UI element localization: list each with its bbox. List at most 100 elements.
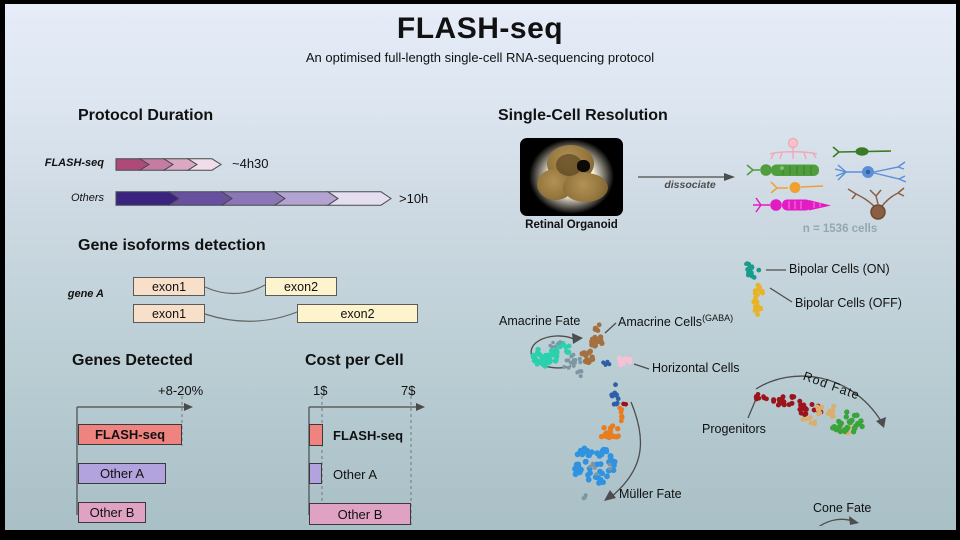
cluster-progenitors — [621, 401, 629, 407]
isoform2-exon1-box: exon1 — [133, 304, 205, 323]
cost-bar-other-b: Other B — [309, 503, 411, 525]
rod-fate-arc-arrow — [755, 375, 882, 422]
label-amacrine-fate: Amacrine Fate — [499, 314, 581, 328]
label-amacrine-cells-sup: (GABA) — [702, 313, 734, 323]
dissociated-cells-illustration — [746, 137, 907, 220]
page-subtitle: An optimised full-length single-cell RNA… — [305, 50, 655, 65]
genes-detected-axis — [76, 396, 193, 515]
axis-arrowhead-icon — [416, 403, 425, 411]
cluster-muller_orange — [598, 423, 621, 441]
organoid-lobe — [563, 173, 608, 202]
gene-a-label: gene A — [67, 288, 104, 300]
blue-neuron-icon — [834, 161, 907, 183]
cluster-muller_blue — [572, 445, 618, 486]
cluster-bipolar_on — [744, 261, 752, 268]
cone-fate-arrow — [818, 518, 856, 526]
cluster-transition_blue — [609, 382, 621, 407]
umap-scatter-plot — [530, 261, 886, 526]
green-rod-photoreceptor-icon — [746, 164, 819, 176]
cluster-amacrine — [530, 346, 560, 369]
genes-detected-annotation: +8-20% — [158, 383, 204, 398]
cluster-rod_tan — [800, 415, 818, 427]
cluster-amacrine_gray — [588, 461, 612, 477]
axis-arrowhead-icon — [184, 403, 193, 411]
label-bipolar-off: Bipolar Cells (OFF) — [795, 296, 902, 310]
cell-count-label: n = 1536 cells — [802, 223, 878, 235]
page-title: FLASH-seq — [396, 12, 564, 45]
cluster-bipolar_off — [752, 282, 765, 298]
isoform2-exon2-box: exon2 — [297, 304, 418, 323]
brown-mueller-glia-icon — [847, 187, 905, 220]
genes-detected-heading: Genes Detected — [72, 352, 193, 369]
duration-value-flash-seq: ~4h30 — [232, 156, 269, 171]
cost-per-cell-heading: Cost per Cell — [305, 352, 404, 369]
gene-isoforms-heading: Gene isoforms detection — [78, 237, 266, 254]
figure-canvas: FLASH-seq An optimised full-length singl… — [5, 4, 956, 530]
label-horizontal-cells: Horizontal Cells — [652, 361, 740, 375]
cluster-rod_tan — [814, 403, 837, 419]
genes-bar-other-a: Other A — [78, 463, 166, 484]
cluster-amacrine_gaba — [592, 322, 602, 333]
label-progenitors: Progenitors — [702, 422, 766, 436]
arrowhead-icon — [876, 417, 886, 428]
cluster-amacrine_gray — [581, 493, 588, 501]
mueller-fate-arrow — [610, 401, 642, 498]
cluster-transition_blue — [601, 359, 612, 367]
cluster-muller_orange — [617, 405, 625, 424]
isoform-splice-connectors — [204, 284, 298, 322]
magenta-photoreceptor-icon — [753, 197, 831, 213]
label-amacrine-cells: Amacrine Cells(GABA) — [618, 313, 733, 329]
label-cone-fate: Cone Fate — [813, 501, 872, 515]
arrowhead-icon — [604, 490, 616, 501]
cost-bar-other-a — [309, 463, 322, 484]
arrowhead-icon — [849, 516, 859, 525]
cost-tick-low: 1$ — [313, 383, 328, 398]
horizontal-cells-connector — [633, 363, 650, 370]
cluster-horizontal — [616, 355, 633, 368]
pink-horizontal-cell-icon — [769, 137, 818, 160]
amacrine-fate-loop-arrow — [530, 335, 575, 369]
duration-chevron-bar-others — [115, 191, 392, 206]
dissociate-label: dissociate — [664, 179, 716, 191]
cluster-amacrine_gaba — [579, 348, 596, 365]
retinal-organoid-image — [520, 138, 623, 216]
cluster-amacrine_gray — [575, 369, 584, 379]
genes-bar-flash-seq: FLASH-seq — [78, 424, 182, 445]
organoid-shading — [556, 154, 582, 176]
isoform1-exon1-box: exon1 — [133, 277, 205, 296]
bipolar-off-connector — [769, 287, 793, 303]
cluster-rod_green — [830, 409, 865, 435]
duration-chevron-bar-flash-seq — [115, 158, 222, 171]
annotation-arrows — [530, 269, 886, 526]
amacrine-gaba-connector — [604, 322, 617, 334]
cluster-amacrine_gaba — [589, 334, 605, 349]
dark-green-neuron-icon — [832, 146, 892, 158]
label-bipolar-on: Bipolar Cells (ON) — [789, 262, 890, 276]
cluster-bipolar_on — [745, 264, 762, 280]
protocol-duration-heading: Protocol Duration — [78, 107, 214, 124]
cluster-progenitors — [753, 392, 769, 402]
dissociate-arrow-icon — [638, 173, 735, 181]
arrowhead-icon — [572, 333, 583, 344]
cost-bar-label-flash-seq: FLASH-seq — [333, 428, 404, 443]
duration-row-label-flash-seq: FLASH-seq — [44, 157, 104, 169]
organoid-dark-spot — [577, 160, 590, 172]
figure-stage: FLASH-seq An optimised full-length singl… — [5, 4, 956, 530]
cost-tick-high: 7$ — [401, 383, 416, 398]
cost-bar-label-other-a: Other A — [333, 467, 378, 482]
label-amacrine-cells-text: Amacrine Cells — [618, 315, 703, 330]
single-cell-heading: Single-Cell Resolution — [498, 107, 668, 124]
progenitors-connector — [747, 398, 757, 419]
cost-bar-flash-seq — [309, 424, 323, 446]
isoform1-exon2-box: exon2 — [265, 277, 337, 296]
organoid-caption: Retinal Organoid — [525, 219, 618, 231]
orange-bipolar-cell-icon — [770, 181, 824, 194]
genes-bar-other-b: Other B — [78, 502, 146, 523]
cluster-bipolar_off — [751, 295, 764, 317]
cluster-progenitors — [771, 394, 804, 408]
label-mueller-fate: Müller Fate — [619, 487, 682, 501]
duration-value-others: >10h — [399, 191, 429, 206]
umap-cluster-dots — [530, 261, 865, 501]
cluster-amacrine_gray — [548, 340, 562, 349]
